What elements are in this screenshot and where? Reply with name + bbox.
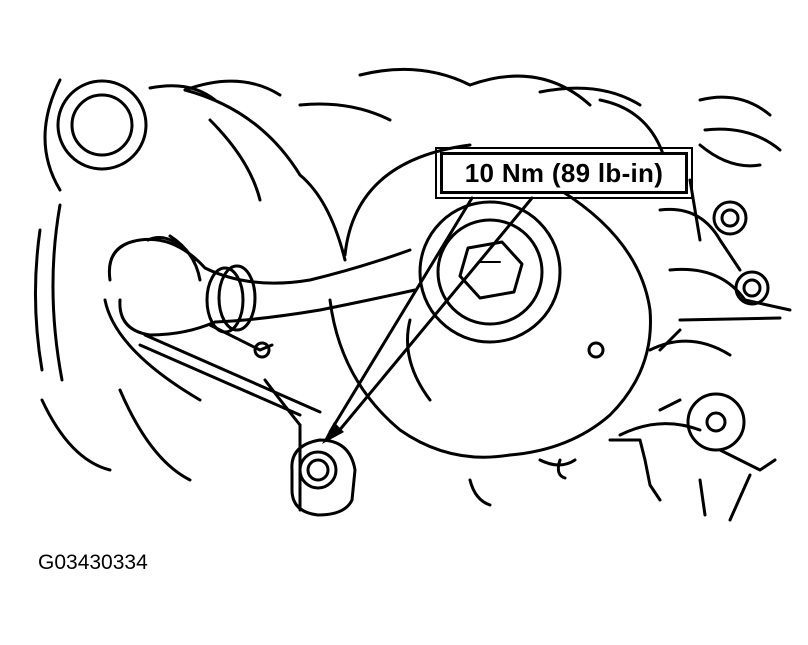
torque-callout: 10 Nm (89 lb-in) — [435, 147, 693, 199]
coolant-hose — [107, 234, 417, 337]
small-hole — [587, 341, 605, 359]
figure-id: G03430334 — [38, 551, 148, 574]
center-hub — [418, 200, 562, 344]
lower-bolt — [290, 438, 357, 517]
lower-housing — [468, 328, 777, 522]
drive-belt — [33, 79, 282, 482]
pump-cover — [328, 143, 652, 459]
upper-housing — [183, 67, 667, 262]
left-pulley — [43, 78, 148, 192]
torque-callout-text: 10 Nm (89 lb-in) — [464, 157, 664, 188]
right-boss — [648, 339, 746, 452]
bracket — [138, 333, 322, 512]
hose-clamp — [205, 264, 274, 359]
leader-lines — [322, 196, 534, 444]
leader-arrowhead — [322, 422, 344, 444]
right-bracket — [658, 95, 792, 322]
